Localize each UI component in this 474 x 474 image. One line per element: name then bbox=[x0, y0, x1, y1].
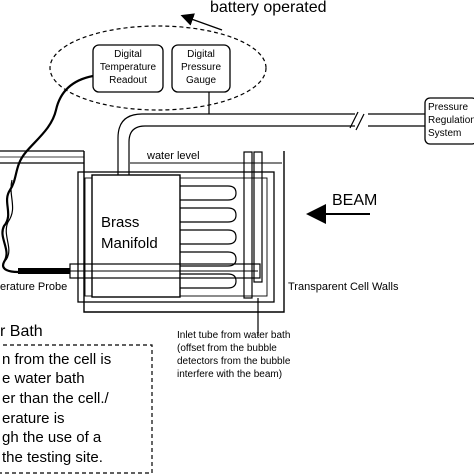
water-bath-note-line-2: e water bath bbox=[2, 370, 85, 387]
inlet-note-line-2: (offset from the bubble bbox=[177, 343, 277, 354]
water-bath-note: n from the cell is e water bath er than … bbox=[0, 344, 153, 474]
water-bath-note-line-1: n from the cell is bbox=[2, 351, 111, 368]
water-bath-tank bbox=[83, 151, 285, 313]
serpentine-coil bbox=[180, 185, 237, 289]
water-bath-note-line-5: gh the use of a bbox=[2, 429, 102, 446]
pressure-reg-line-2: Regulation bbox=[428, 115, 474, 126]
digital-temperature-readout: Digital Temperature Readout bbox=[92, 44, 164, 93]
pressure-tube bbox=[117, 92, 425, 178]
pressure-reg-line-3: System bbox=[428, 128, 461, 139]
water-bath-title: r Bath bbox=[0, 323, 43, 340]
pressure-gauge-line-2: Pressure bbox=[181, 62, 221, 73]
pressure-regulation-system: Pressure Regulation System bbox=[424, 97, 474, 145]
temperature-probe-wire bbox=[1, 74, 94, 274]
battery-instruments-dashed-ellipse bbox=[49, 25, 267, 111]
inlet-note-line-3: detectors from the bubble bbox=[177, 356, 291, 367]
inlet-note-line-4: interfere with the beam) bbox=[177, 369, 282, 380]
inlet-note-line-1: Inlet tube from water bath bbox=[177, 330, 290, 341]
water-level-label: water level bbox=[146, 150, 200, 162]
water-bath-note-line-4: erature is bbox=[2, 410, 65, 427]
water-bath-note-line-6: the testing site. bbox=[2, 449, 103, 466]
temp-readout-line-2: Temperature bbox=[100, 62, 157, 73]
pressure-gauge-line-3: Gauge bbox=[186, 75, 216, 86]
beam-arrow: BEAM bbox=[306, 192, 377, 224]
brass-manifold: Brass Manifold bbox=[91, 174, 181, 298]
digital-pressure-gauge: Digital Pressure Gauge bbox=[171, 44, 231, 93]
pressure-reg-line-1: Pressure bbox=[428, 102, 468, 113]
temperature-probe bbox=[18, 263, 261, 279]
temperature-probe-label: erature Probe bbox=[0, 281, 67, 293]
water-bath-note-line-3: er than the cell./ bbox=[2, 390, 110, 407]
beam-label: BEAM bbox=[332, 192, 377, 209]
temp-readout-line-3: Readout bbox=[109, 75, 147, 86]
pressure-gauge-line-1: Digital bbox=[187, 49, 215, 60]
brass-manifold-line-1: Brass bbox=[101, 214, 139, 231]
transparent-cell-walls-label: Transparent Cell Walls bbox=[288, 281, 399, 293]
water-bath-lines bbox=[0, 150, 84, 164]
inlet-tube bbox=[243, 151, 263, 336]
battery-operated-callout: battery operated bbox=[49, 0, 327, 111]
inlet-tube-note: Inlet tube from water bath (offset from … bbox=[177, 330, 291, 380]
brass-manifold-line-2: Manifold bbox=[101, 235, 158, 252]
temp-readout-line-1: Digital bbox=[114, 49, 142, 60]
battery-operated-label: battery operated bbox=[210, 0, 327, 16]
